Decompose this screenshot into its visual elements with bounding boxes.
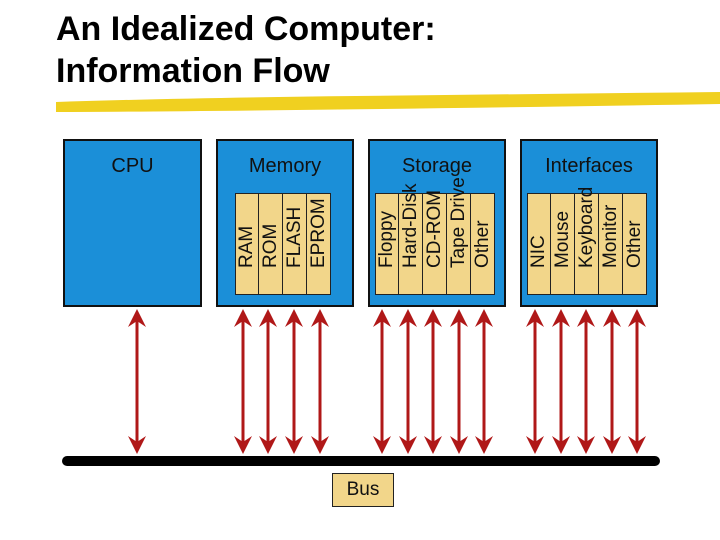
panel-interfaces: Interfaces NIC Mouse Keyboard Monitor Ot…: [520, 139, 658, 307]
slot-keyboard: Keyboard: [575, 187, 599, 295]
panel-storage: Storage Floppy Hard-Disk CD-ROM Tape Dri…: [368, 139, 506, 307]
arrow-keyboard: [577, 309, 595, 454]
arrow-cd-rom: [424, 309, 442, 454]
slot-floppy: Floppy: [375, 193, 399, 295]
arrow-other-storage: [475, 309, 493, 454]
arrow-flash: [285, 309, 303, 454]
bus-line: [62, 456, 660, 466]
bus-label: Bus: [332, 473, 394, 507]
panel-cpu: CPU: [63, 139, 202, 307]
arrow-cpu: [128, 309, 146, 454]
arrow-rom: [259, 309, 277, 454]
slot-ram: RAM: [235, 193, 259, 295]
slot-flash: FLASH: [283, 193, 307, 295]
arrow-mouse: [552, 309, 570, 454]
slot-monitor: Monitor: [599, 193, 623, 295]
panel-title-interfaces: Interfaces: [545, 155, 633, 177]
title-line-2: Information Flow: [56, 52, 330, 90]
arrow-nic: [526, 309, 544, 454]
storage-slots: Floppy Hard-Disk CD-ROM Tape Drive Other: [375, 177, 495, 295]
panel-title-storage: Storage: [401, 155, 473, 177]
slot-mouse: Mouse: [551, 193, 575, 295]
slot-rom: ROM: [259, 193, 283, 295]
panel-title-memory: Memory: [248, 155, 322, 177]
panel-memory: Memory RAM ROM FLASH EPROM: [216, 139, 354, 307]
slot-cd-rom: CD-ROM: [423, 190, 447, 295]
title-underline-stroke: [56, 92, 720, 112]
title-line-1: An Idealized Computer:: [56, 10, 436, 48]
slot-tape-drive: Tape Drive: [447, 177, 471, 295]
arrow-monitor: [603, 309, 621, 454]
memory-slots: RAM ROM FLASH EPROM: [235, 193, 331, 295]
slot-eprom: EPROM: [307, 193, 331, 295]
arrow-hard-disk: [399, 309, 417, 454]
arrow-tape-drive: [450, 309, 468, 454]
slot-other-storage: Other: [471, 193, 495, 295]
slot-hard-disk: Hard-Disk: [399, 184, 423, 295]
arrow-other-interface: [628, 309, 646, 454]
arrow-ram: [234, 309, 252, 454]
slide-title: An Idealized Computer: Information Flow: [56, 8, 436, 92]
panel-title-cpu: CPU: [111, 155, 154, 177]
arrow-floppy: [373, 309, 391, 454]
interface-slots: NIC Mouse Keyboard Monitor Other: [527, 187, 647, 295]
slot-other-interface: Other: [623, 193, 647, 295]
arrow-eprom: [311, 309, 329, 454]
slot-nic: NIC: [527, 193, 551, 295]
